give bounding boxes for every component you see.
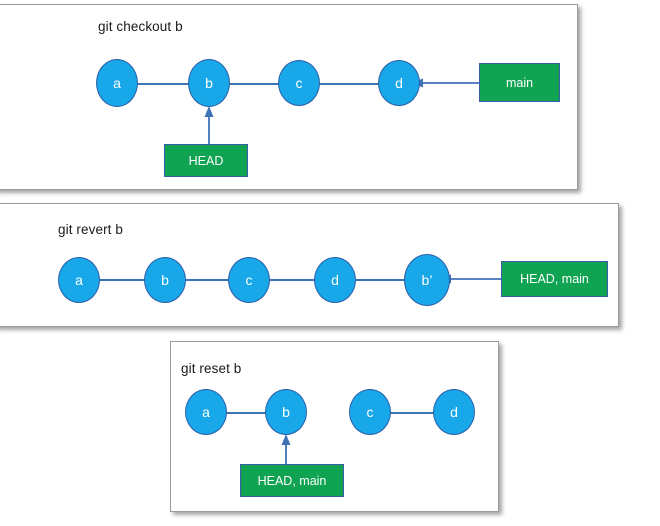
edge-a-b <box>132 83 206 85</box>
edge-c-d <box>270 279 316 281</box>
commit-node-b[interactable]: b <box>188 59 230 107</box>
edge-d-bprime <box>356 279 406 281</box>
ref-box-head-main[interactable]: HEAD, main <box>501 261 608 297</box>
arrow-head-to-b <box>204 106 214 148</box>
commit-node-c[interactable]: c <box>228 257 270 303</box>
edge-c-d <box>318 83 382 85</box>
commit-node-b[interactable]: b <box>144 257 186 303</box>
commit-node-b-prime[interactable]: b’ <box>404 254 450 306</box>
edge-a-b <box>98 279 146 281</box>
panel-title-git-reset: git reset b <box>181 361 242 376</box>
commit-node-c[interactable]: c <box>278 60 320 106</box>
edge-c-d <box>385 412 439 414</box>
ref-box-head[interactable]: HEAD <box>164 144 248 177</box>
commit-node-d[interactable]: d <box>433 389 475 435</box>
ref-box-head-main[interactable]: HEAD, main <box>240 464 344 497</box>
commit-node-c[interactable]: c <box>349 389 391 435</box>
arrow-main-to-d <box>412 78 482 88</box>
edge-a-b <box>221 412 273 414</box>
panel-title-git-checkout: git checkout b <box>98 19 183 34</box>
panel-title-git-revert: git revert b <box>58 222 123 237</box>
commit-node-a[interactable]: a <box>58 257 100 303</box>
edge-b-c <box>186 279 230 281</box>
commit-node-a[interactable]: a <box>96 59 138 107</box>
commit-node-d[interactable]: d <box>378 60 420 106</box>
ref-box-main[interactable]: main <box>479 63 560 102</box>
edge-b-c <box>228 83 290 85</box>
commit-node-b[interactable]: b <box>265 389 307 435</box>
commit-node-a[interactable]: a <box>185 389 227 435</box>
commit-node-d[interactable]: d <box>314 257 356 303</box>
